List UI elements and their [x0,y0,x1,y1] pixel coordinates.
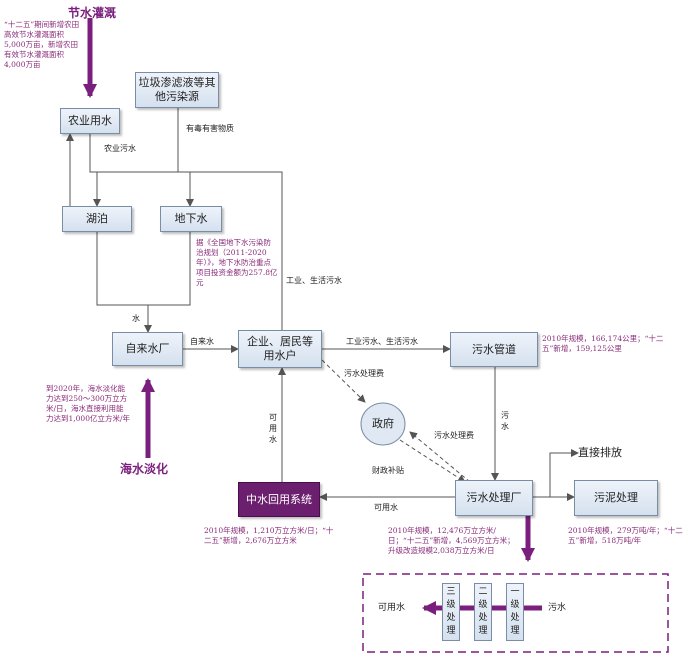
label-process-output: 可用水 [378,603,406,613]
label-toxic-substances: 有毒有害物质 [186,124,234,133]
connector-agri-down [89,134,190,173]
label-water: 水 [132,314,140,323]
note-desalination: 到2020年，海水淡化能力达到250～300万立方米/日，海水直接利用能力达到1… [46,384,130,423]
stage-secondary: 二级处理 [474,583,492,641]
government-node [360,402,406,446]
box-lake: 湖泊 [62,206,132,232]
connector-plant-branch [533,449,579,498]
connector-lake-water [96,232,148,306]
stage-primary: 一级处理 [506,583,524,641]
label-sewage: 污水 [501,411,509,431]
box-sewer-pipe: 污水管道 [450,332,538,367]
note-sludge: 2010年规模，279万吨/年；“十二五”新增，518万吨/年 [568,526,683,545]
note-irrigation: “十二五”期间新增农田高效节水灌溉面积5,000万亩，新增农田有效节水灌溉面积4… [4,20,80,69]
connector-plant-government [409,431,471,483]
note-sewer-pipe: 2010年规模，166,174公里；“十二五”新增，159,125公里 [542,334,664,353]
label-industrial-domestic-sewage-v: 工业、生活污水 [286,276,342,285]
title-seawater-desalination: 海水淡化 [120,462,169,476]
note-groundwater: 据《全国地下水污染防治规划（2011-2020年）》，地下水防治重点项目投资金额… [196,238,278,287]
connector-users-government [321,359,366,403]
label-sewage-fee-2: 污水处理费 [434,431,474,440]
note-sewage-plant: 2010年规模，12,476万立方米/日；“十二五”新增，4,569万立方米；升… [388,526,515,555]
box-landfill-leachate: 垃圾渗滤液等其他污染源 [135,72,219,108]
box-waterworks: 自来水厂 [112,332,183,366]
process-frame [362,573,669,653]
box-sludge-treatment: 污泥处理 [574,480,658,516]
connector-users-top [190,171,283,332]
box-sewage-plant: 污水处理厂 [455,480,533,516]
connector-government-plant [399,439,466,483]
box-users: 企业、居民等用水户 [238,330,322,368]
note-reclaimed: 2010年规模，1,210万立方米/日；“十二五”新增，2,676万立方米 [204,526,334,545]
stage-tertiary: 三级处理 [442,583,460,641]
label-sewage-fee-1: 污水处理费 [344,369,384,378]
label-tap-water: 自来水 [190,337,214,346]
box-reclaimed-water-system: 中水回用系统 [238,482,320,517]
box-groundwater: 地下水 [160,206,222,232]
box-government: 政府 [372,417,394,430]
label-usable-water-v: 可用水 [269,413,277,444]
box-agricultural-water: 农业用水 [60,108,120,134]
label-industrial-domestic-sewage-h: 工业污水、生活污水 [346,337,418,346]
connector-ground-water [148,232,191,306]
label-subsidy: 财政补贴 [372,466,404,475]
label-usable-water-h: 可用水 [374,503,398,512]
label-process-input: 污水 [548,603,567,613]
label-agri-sewage: 农业污水 [104,144,136,153]
title-water-saving-irrigation: 节水灌溉 [68,6,117,20]
box-direct-discharge: 直接排放 [578,446,622,459]
